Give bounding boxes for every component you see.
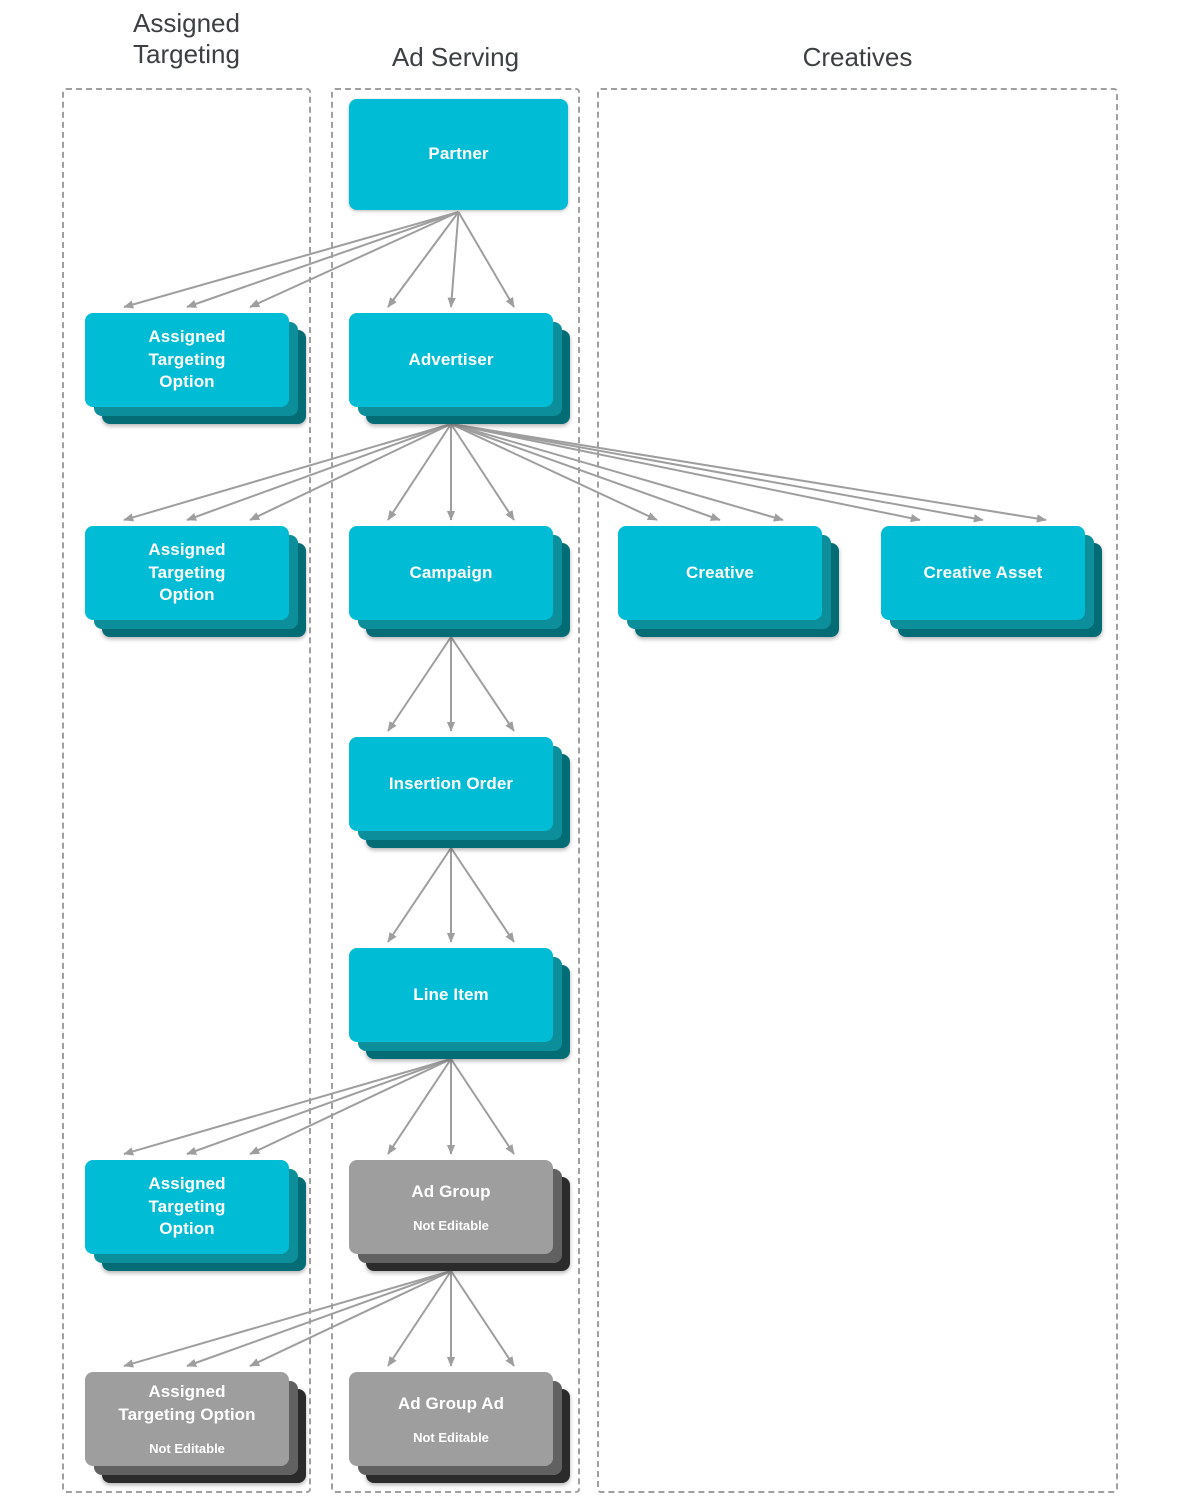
node-title: Line Item <box>413 984 489 1004</box>
node-card-face[interactable]: Ad Group Ad Not Editable <box>349 1372 553 1466</box>
node-subtitle-not-editable: Not Editable <box>413 1217 489 1233</box>
node-card-face[interactable]: Campaign <box>349 526 553 620</box>
node-card-face[interactable]: Assigned Targeting Option <box>85 313 289 407</box>
node-title: Insertion Order <box>388 773 514 793</box>
node-advertiser[interactable]: Advertiser <box>349 313 570 424</box>
node-title: Campaign <box>409 562 493 582</box>
node-creative[interactable]: Creative <box>618 526 839 637</box>
node-insertion-order[interactable]: Insertion Order <box>349 737 570 848</box>
node-title: Assigned Targeting Option <box>118 1382 256 1425</box>
node-assigned-targeting-option-lineitem[interactable]: Assigned Targeting Option <box>85 1160 306 1271</box>
node-card-face[interactable]: Advertiser <box>349 313 553 407</box>
node-assigned-targeting-option-partner[interactable]: Assigned Targeting Option <box>85 313 306 424</box>
node-campaign[interactable]: Campaign <box>349 526 570 637</box>
node-title: Partner <box>428 144 489 164</box>
node-card-face[interactable]: Partner <box>349 99 568 210</box>
column-box-assigned-targeting <box>62 88 311 1493</box>
node-title: Advertiser <box>408 349 494 369</box>
node-title: Creative <box>686 562 754 582</box>
node-line-item[interactable]: Line Item <box>349 948 570 1059</box>
node-card-face[interactable]: Assigned Targeting Option <box>85 526 289 620</box>
node-title: Ad Group Ad <box>397 1393 505 1413</box>
node-ad-group-ad[interactable]: Ad Group Ad Not Editable <box>349 1372 570 1483</box>
node-assigned-targeting-option-advertiser[interactable]: Assigned Targeting Option <box>85 526 306 637</box>
column-header-ad-serving: Ad Serving <box>391 42 520 72</box>
node-subtitle-not-editable: Not Editable <box>413 1429 489 1445</box>
node-subtitle-not-editable: Not Editable <box>149 1441 225 1457</box>
node-title: Ad Group <box>411 1181 491 1201</box>
node-card-face[interactable]: Line Item <box>349 948 553 1042</box>
column-header-assigned-targeting: Assigned Targeting <box>133 8 240 69</box>
node-card-face[interactable]: Assigned Targeting Option <box>85 1160 289 1254</box>
node-creative-asset[interactable]: Creative Asset <box>881 526 1102 637</box>
node-title: Creative Asset <box>923 562 1043 582</box>
node-title: Assigned Targeting Option <box>148 1173 226 1239</box>
node-title: Assigned Targeting Option <box>148 326 226 392</box>
node-partner[interactable]: Partner <box>349 99 568 210</box>
column-box-ad-serving <box>331 88 580 1493</box>
column-header-creatives: Creatives <box>802 42 913 72</box>
node-card-face[interactable]: Creative <box>618 526 822 620</box>
node-card-face[interactable]: Creative Asset <box>881 526 1085 620</box>
column-box-creatives <box>597 88 1118 1493</box>
node-card-face[interactable]: Insertion Order <box>349 737 553 831</box>
node-title: Assigned Targeting Option <box>148 539 226 605</box>
